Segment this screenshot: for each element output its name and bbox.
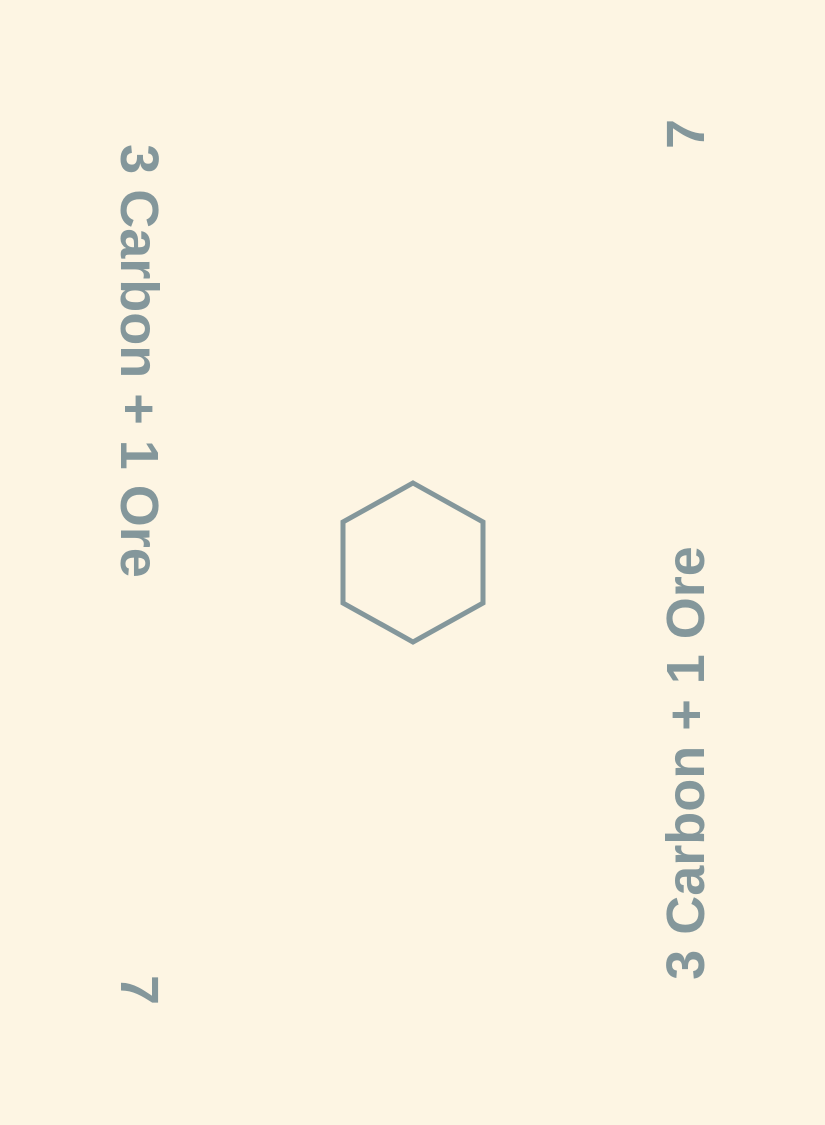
card-recipe-left: 3 Carbon + 1 Ore <box>109 144 169 578</box>
card-value-bottom-left: 7 <box>109 974 169 1006</box>
card-value-top-right: 7 <box>656 118 716 150</box>
card-recipe-right: 3 Carbon + 1 Ore <box>656 546 716 980</box>
hexagon-outline-icon <box>340 480 486 645</box>
